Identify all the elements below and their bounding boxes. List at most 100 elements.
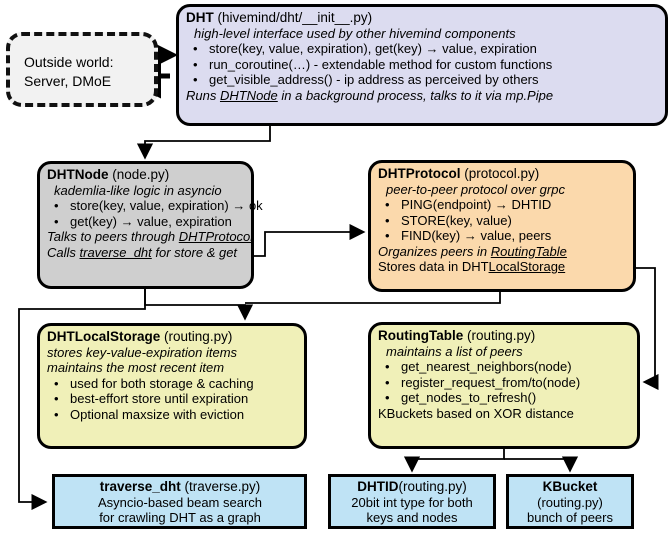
dhtlocalstorage-bullet-1-text: best-effort store until expiration: [70, 391, 249, 406]
dhtnode-footer2-pre: Calls: [47, 244, 80, 260]
routingtable-bullet-1: •register_request_from/to(node): [385, 374, 581, 390]
arrow-routingtable-to-kbucket: [504, 456, 579, 473]
dhtnode-bullet-1-text: get(key) → value, expiration: [70, 213, 232, 229]
traverse-dht-module: (traverse.py): [184, 479, 261, 494]
traverse-dht-title: traverse_dht (traverse.py): [62, 479, 298, 495]
dhtlocalstorage-bullet-1: •best-effort store until expiration: [54, 391, 249, 406]
dhtprotocol-bullet-1-text: STORE(key, value): [401, 212, 512, 228]
dhtlocalstorage-bullet-2-text: Optional maxsize with eviction: [70, 406, 245, 422]
dht-box: DHT (hivemind/dht/__init__.py) high-leve…: [176, 4, 668, 126]
dht-bullet-2: •get_visible_address() - ip address as p…: [193, 72, 539, 87]
dht-bullet-1-text: run_coroutine(…) - extendable method for…: [209, 56, 553, 72]
dhtlocalstorage-name: DHTLocalStorage: [47, 329, 161, 344]
dht-footer: Runs DHTNode in a background process, ta…: [186, 88, 659, 104]
arrow-dht-to-dhtnode: [136, 126, 271, 160]
arrow-dhtprotocol-to-localstorage: [245, 292, 501, 304]
routingtable-bullet-2: •get_nodes_to_refresh(): [385, 390, 537, 405]
dhtprotocol-box: DHTProtocol (protocol.py) peer-to-peer p…: [368, 160, 636, 292]
dhtid-line2: keys and nodes: [366, 510, 458, 525]
arrow-dhtprotocol-to-routingtable: [621, 267, 659, 391]
traverse-dht-box: traverse_dht (traverse.py) Asyncio-based…: [52, 474, 307, 529]
routingtable-title: RoutingTable (routing.py): [378, 328, 631, 344]
kbucket-box: KBucket (routing.py) bunch of peers: [506, 474, 634, 529]
dhtlocalstorage-bullet-2: •Optional maxsize with eviction: [54, 406, 245, 422]
routingtable-subtitle: maintains a list of peers: [386, 343, 523, 359]
dhtlocalstorage-module: (routing.py): [164, 329, 233, 344]
kbucket-title: KBucket: [509, 479, 631, 495]
dhtnode-footer1-link-dhtprotocol[interactable]: DHTProtocol: [178, 229, 254, 244]
dhtprotocol-bullet-1: •STORE(key, value): [385, 212, 512, 228]
dhtprotocol-bullet-2: •FIND(key) → value, peers: [385, 228, 552, 243]
dhtprotocol-footer2-link-localstorage[interactable]: LocalStorage: [488, 259, 566, 274]
dhtid-module: (routing.py): [398, 479, 467, 494]
arrow-dhtnode-to-traverse: [18, 289, 146, 511]
outside-world-box: Outside world: Server, DMoE: [6, 32, 158, 107]
dhtnode-subtitle: kademlia-like logic in asyncio: [54, 182, 222, 198]
outside-world-text: Outside world: Server, DMoE: [24, 53, 113, 91]
dht-module: (hivemind/dht/__init__.py): [217, 10, 373, 25]
traverse-dht-name: traverse_dht: [99, 479, 181, 494]
dhtprotocol-footer2-pre: Stores data in DHT: [378, 259, 489, 274]
dhtnode-bullet-1: •get(key) → value, expiration: [54, 213, 232, 229]
outside-world-line2: Server, DMoE: [24, 73, 112, 89]
dht-title: DHT (hivemind/dht/__init__.py): [186, 10, 659, 26]
dht-bullet-2-text: get_visible_address() - ip address as pe…: [209, 72, 539, 87]
routingtable-name: RoutingTable: [378, 328, 464, 343]
dhtlocalstorage-bullet-0-text: used for both storage & caching: [70, 375, 254, 391]
dhtnode-bullet-0-text: store(key, value, expiration) → ok: [70, 198, 263, 213]
dht-footer-pre: Runs: [186, 87, 220, 103]
dht-bullet-1: •run_coroutine(…) - extendable method fo…: [193, 56, 553, 72]
dhtlocalstorage-subtitle1: stores key-value-expiration items: [47, 344, 238, 360]
dhtlocalstorage-title: DHTLocalStorage (routing.py): [47, 329, 298, 345]
dhtprotocol-footer1: Organizes peers in RoutingTable: [378, 244, 627, 260]
dhtprotocol-title: DHTProtocol (protocol.py): [378, 166, 627, 182]
dhtid-box: DHTID(routing.py) 20bit int type for bot…: [328, 474, 496, 529]
routingtable-bullet-0: •get_nearest_neighbors(node): [385, 359, 572, 374]
routingtable-footer: KBuckets based on XOR distance: [378, 405, 574, 421]
routingtable-bullet-0-text: get_nearest_neighbors(node): [401, 359, 572, 374]
dhtid-line1: 20bit int type for both: [351, 494, 473, 510]
dhtlocalstorage-subtitle2: maintains the most recent item: [47, 360, 225, 375]
routingtable-bullet-1-text: register_request_from/to(node): [401, 374, 581, 390]
dht-name: DHT: [186, 10, 214, 25]
dht-bullet-0: •store(key, value, expiration), get(key)…: [193, 41, 537, 56]
dhtprotocol-footer1-link-routingtable[interactable]: RoutingTable: [490, 243, 567, 259]
dht-footer-post: in a background process, talks to it via…: [277, 87, 554, 103]
traverse-dht-line2: for crawling DHT as a graph: [99, 510, 261, 525]
outside-world-line1: Outside world:: [24, 54, 114, 70]
arrow-routingtable-split: [403, 449, 505, 473]
dhtnode-module: (node.py): [112, 167, 170, 182]
dhtid-title: DHTID(routing.py): [331, 479, 493, 495]
dhtnode-footer2: Calls traverse_dht for store & get: [47, 245, 245, 261]
dht-subtitle: high-level interface used by other hivem…: [194, 25, 516, 41]
kbucket-line1: bunch of peers: [526, 510, 613, 525]
dhtlocalstorage-box: DHTLocalStorage (routing.py) stores key-…: [37, 323, 307, 449]
dhtnode-title: DHTNode (node.py): [47, 167, 245, 183]
dhtprotocol-subtitle: peer-to-peer protocol over grpc: [386, 181, 565, 197]
dhtprotocol-bullet-0: •PING(endpoint) → DHTID: [385, 197, 552, 212]
dhtprotocol-module: (protocol.py): [464, 166, 540, 181]
dhtprotocol-footer1-pre: Organizes peers in: [378, 243, 491, 259]
dhtnode-name: DHTNode: [47, 167, 109, 182]
dhtnode-bullet-0: •store(key, value, expiration) → ok: [54, 198, 263, 213]
dht-bullet-0-text: store(key, value, expiration), get(key) …: [209, 41, 537, 56]
kbucket-module: (routing.py): [537, 494, 603, 510]
routingtable-bullet-2-text: get_nodes_to_refresh(): [401, 390, 537, 405]
routingtable-box: RoutingTable (routing.py) maintains a li…: [368, 322, 640, 449]
dhtprotocol-bullet-2-text: FIND(key) → value, peers: [401, 228, 552, 243]
dht-footer-link-dhtnode[interactable]: DHTNode: [219, 87, 278, 103]
arrow-dhtnode-to-localstorage: [144, 289, 254, 321]
routingtable-module: (routing.py): [467, 328, 536, 343]
dhtnode-box: DHTNode (node.py) kademlia-like logic in…: [37, 161, 263, 289]
dhtid-name: DHTID: [357, 479, 399, 494]
dhtnode-footer2-link-traverse-dht[interactable]: traverse_dht: [79, 244, 152, 260]
kbucket-name: KBucket: [542, 479, 598, 494]
traverse-dht-line1: Asyncio-based beam search: [97, 494, 263, 510]
dhtnode-footer1-pre: Talks to peers through: [47, 229, 179, 244]
dhtnode-footer2-post: for store & get: [151, 244, 238, 260]
dhtlocalstorage-bullet-0: •used for both storage & caching: [54, 375, 254, 391]
dhtprotocol-name: DHTProtocol: [378, 166, 461, 181]
dhtprotocol-bullet-0-text: PING(endpoint) → DHTID: [401, 197, 552, 212]
dhtnode-footer1: Talks to peers through DHTProtocol: [47, 229, 253, 245]
